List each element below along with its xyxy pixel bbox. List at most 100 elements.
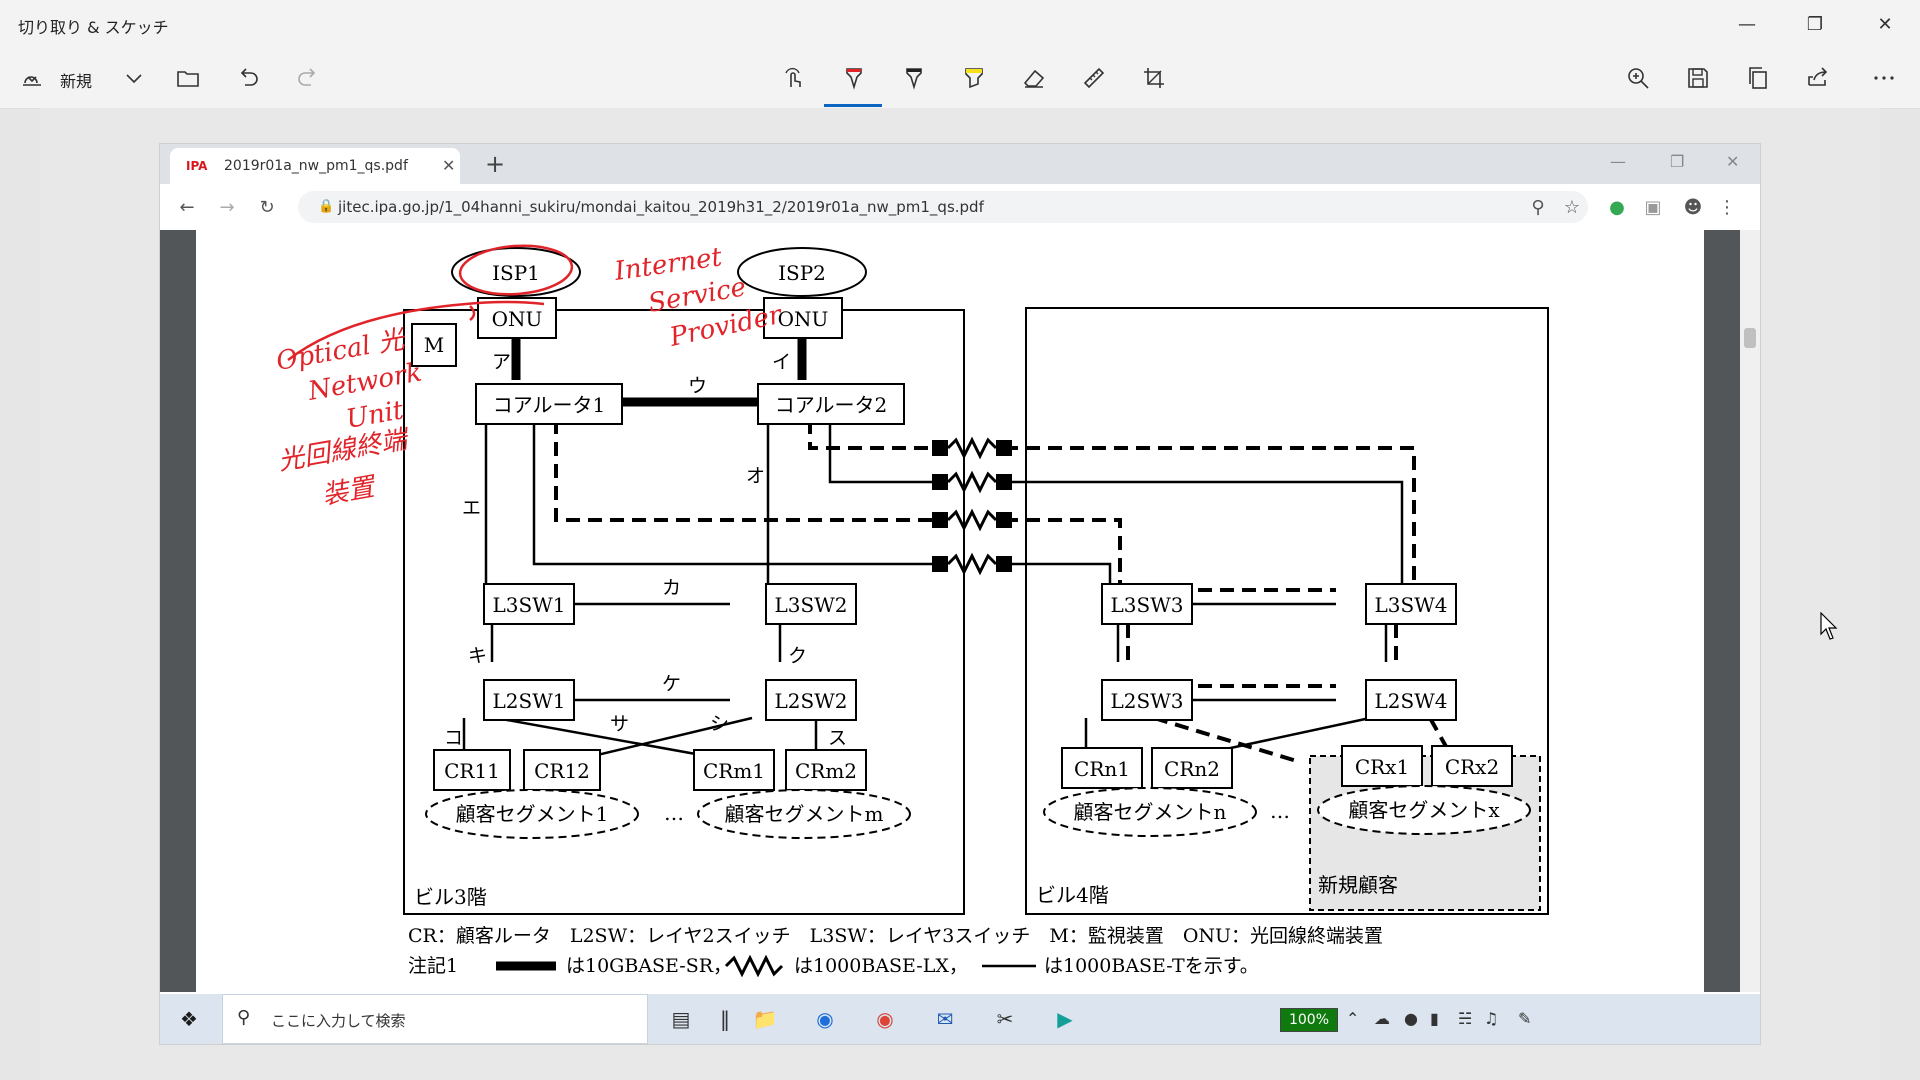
pen-icon[interactable]: ✎ <box>1518 1009 1532 1028</box>
save-button[interactable] <box>1678 58 1718 98</box>
restore-button[interactable]: ❐ <box>1806 13 1824 35</box>
taskbar-search-box[interactable]: ⚲ ここに入力して検索 <box>222 994 648 1044</box>
hw-device-jp: 装置 <box>320 472 379 511</box>
pencil-icon <box>906 68 922 90</box>
close-button[interactable]: ✕ <box>1877 13 1893 35</box>
l2sw4-label: L2SW4 <box>1375 689 1448 713</box>
browser-tab[interactable]: IPA 2019r01a_nw_pm1_qs.pdf ✕ <box>170 148 460 184</box>
pencil-button[interactable] <box>894 58 934 98</box>
crop-button[interactable] <box>1134 58 1174 98</box>
pdf-viewer: ISP1 ISP2 ONU ONU M コアルータ1 コアルータ2 L3SW1 <box>160 230 1760 992</box>
scrollbar-thumb[interactable] <box>1744 328 1756 348</box>
ruler-icon <box>1083 67 1105 89</box>
browser-menu-icon[interactable]: ⋮ <box>1718 196 1736 218</box>
edge-icon[interactable]: ◉ <box>816 1007 834 1031</box>
tray-expand-icon[interactable]: ⌃ <box>1346 1009 1360 1028</box>
more-options-button[interactable] <box>1864 58 1904 98</box>
l3sw1-label: L3SW1 <box>493 593 566 617</box>
battery-icon[interactable]: ▮ <box>1430 1009 1439 1028</box>
reload-icon[interactable]: ↻ <box>259 196 275 218</box>
redo-button[interactable] <box>288 58 328 98</box>
browser-close-icon[interactable]: ✕ <box>1726 152 1740 171</box>
pdf-scrollbar[interactable] <box>1740 230 1760 992</box>
isp2-label: ISP2 <box>778 261 826 285</box>
building-3f-frame <box>403 309 965 915</box>
app-icon[interactable]: ▶ <box>1057 1007 1073 1031</box>
mail-icon[interactable]: ✉ <box>936 1007 954 1031</box>
link-labels: ア イ ウ エ オ カ キ ク ケ コ サ シ ス <box>444 351 847 749</box>
browser-minimize-icon[interactable]: — <box>1610 152 1626 171</box>
chrome-icon[interactable]: ◉ <box>876 1007 894 1031</box>
link-label-o: オ <box>746 465 765 487</box>
touch-writing-button[interactable] <box>774 58 814 98</box>
note-t: は1000BASE-Tを示す。 <box>1044 955 1259 977</box>
crm2-node <box>785 749 867 791</box>
new-tab-icon[interactable]: + <box>485 150 506 178</box>
new-label[interactable]: 新規 <box>60 72 93 91</box>
open-file-button[interactable] <box>168 58 208 98</box>
wan-links <box>932 436 1012 576</box>
core-router-2 <box>757 383 905 425</box>
crx2-node <box>1431 745 1513 787</box>
l2sw3-label: L2SW3 <box>1111 689 1184 713</box>
omnibox[interactable] <box>298 191 1588 223</box>
active-tool-indicator <box>824 104 882 107</box>
new-dropdown-button[interactable] <box>114 58 154 98</box>
bookmark-star-icon[interactable]: ☆ <box>1563 196 1581 218</box>
ipa-favicon: IPA <box>186 159 208 173</box>
separator-icon: ‖ <box>720 1007 730 1031</box>
link-label-shi: シ <box>710 713 729 735</box>
building-4f-frame <box>1025 307 1549 915</box>
extension-icon[interactable]: ● <box>1609 196 1625 218</box>
zoom-button[interactable] <box>1618 58 1658 98</box>
folder-icon <box>177 71 199 87</box>
share-button[interactable] <box>1798 58 1838 98</box>
ballpoint-pen-button[interactable] <box>834 58 874 98</box>
browser-restore-icon[interactable]: ❐ <box>1670 152 1685 171</box>
core-router-2-label: コアルータ2 <box>775 393 888 417</box>
profile-avatar-icon[interactable]: ☻ <box>1683 196 1703 218</box>
onedrive-icon[interactable]: ☁ <box>1374 1009 1390 1028</box>
crm1-node <box>693 749 775 791</box>
app-toolbar: 新規 <box>0 48 1920 109</box>
ruler-button[interactable] <box>1074 58 1114 98</box>
snip-sketch-icon[interactable]: ✂ <box>996 1007 1014 1031</box>
highlighter-button[interactable] <box>954 58 994 98</box>
taskbar-search-placeholder[interactable]: ここに入力して検索 <box>271 1012 406 1030</box>
volume-icon[interactable]: ♫ <box>1484 1009 1499 1028</box>
segment-1-label: 顧客セグメント1 <box>456 802 609 826</box>
redo-icon <box>298 68 316 86</box>
crn1-node <box>1061 747 1143 789</box>
crop-icon <box>1144 68 1164 88</box>
l3sw1-node <box>483 583 575 625</box>
windows-start-icon[interactable]: ❖ <box>180 1007 198 1031</box>
minimize-button[interactable]: — <box>1738 13 1756 35</box>
segment-x <box>1317 785 1531 835</box>
links-10gbase-sr <box>511 338 807 407</box>
task-view-icon[interactable]: ▤ <box>671 1007 691 1031</box>
note-lx: は1000BASE-LX， <box>794 955 968 977</box>
file-explorer-icon[interactable]: 📁 <box>752 1007 778 1031</box>
cast-icon[interactable]: ▣ <box>1644 196 1662 218</box>
network-icon[interactable]: ☵ <box>1458 1009 1473 1028</box>
red-ink-strokes <box>287 244 574 361</box>
eraser-button[interactable] <box>1014 58 1054 98</box>
mouse-cursor-icon <box>1820 612 1838 640</box>
chevron-down-icon <box>126 74 142 84</box>
undo-button[interactable] <box>228 58 268 98</box>
microphone-icon[interactable]: ● <box>1404 1009 1418 1028</box>
tab-close-icon[interactable]: ✕ <box>442 156 456 175</box>
zoom-page-icon[interactable]: ⚲ <box>1531 196 1545 218</box>
app-titlebar: 切り取り & スケッチ — ❐ ✕ <box>0 0 1920 48</box>
segment-1 <box>425 789 639 839</box>
new-snip-button[interactable] <box>12 58 52 98</box>
copy-button[interactable] <box>1738 58 1778 98</box>
forward-icon[interactable]: → <box>219 196 235 218</box>
links-1000base-t <box>462 420 1404 764</box>
windows-taskbar: ❖ ⚲ ここに入力して検索 ▤ ‖ 📁 ◉ ◉ ✉ ✂ ▶ 100% ⌃ ☁ ●… <box>160 994 1760 1044</box>
link-label-ku: ク <box>788 645 807 667</box>
url-text[interactable]: jitec.ipa.go.jp/1_04hanni_sukiru/mondai_… <box>338 198 984 216</box>
back-icon[interactable]: ← <box>179 196 195 218</box>
l2sw2-label: L2SW2 <box>775 689 848 713</box>
segment-m-label: 顧客セグメントm <box>725 802 884 826</box>
